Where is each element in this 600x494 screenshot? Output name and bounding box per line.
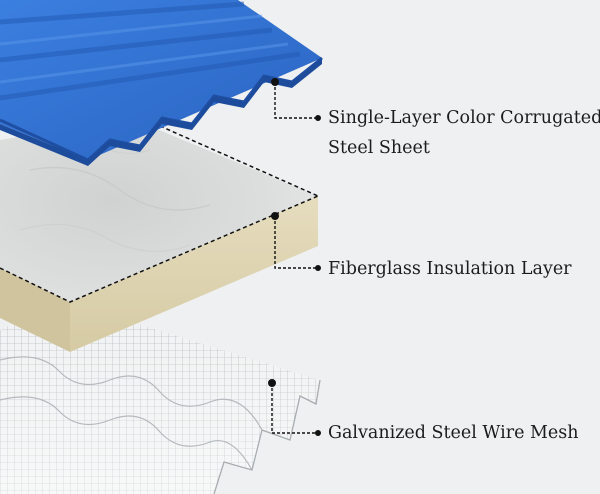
leader-lines [268, 78, 321, 436]
wire-mesh-layer [0, 300, 321, 494]
steel-sheet-label-line1: Single-Layer Color Corrugated [328, 108, 600, 128]
wire-mesh-label: Galvanized Steel Wire Mesh [328, 423, 579, 443]
insulation-layer [0, 118, 319, 352]
steel-sheet-label-line2: Steel Sheet [328, 138, 430, 158]
insulation-marker [271, 212, 279, 220]
wire-mesh-marker [268, 379, 276, 387]
steel-sheet-layer [0, 0, 323, 166]
steel-sheet-marker [271, 78, 279, 86]
insulation-label: Fiberglass Insulation Layer [328, 259, 572, 279]
